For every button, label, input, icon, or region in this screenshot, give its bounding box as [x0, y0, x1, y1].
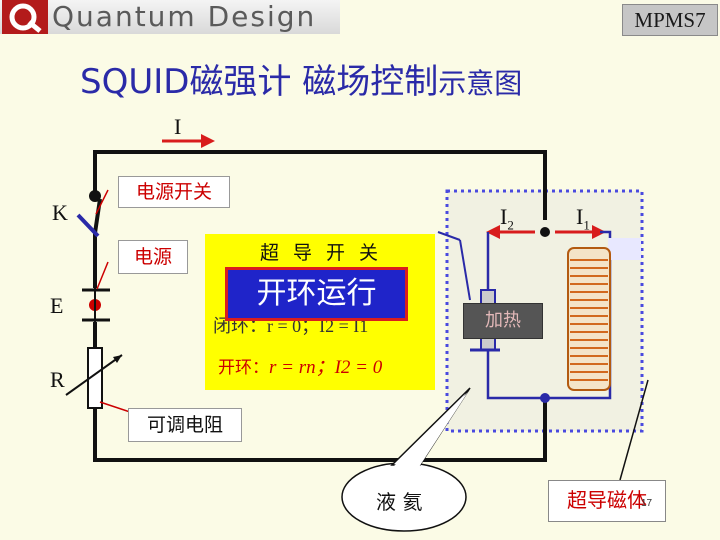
page-title: SQUID磁强计 磁场控制示意图 [80, 54, 522, 103]
label-i2: I2 [500, 204, 514, 233]
label-i1-sub: 1 [583, 217, 590, 233]
circuit-wires [93, 150, 547, 462]
logo-banner: Quantum Design [0, 0, 340, 34]
page-number: 17 [641, 498, 653, 509]
label-resistor-r: R [50, 367, 65, 392]
label-i2-base: I [500, 204, 508, 229]
variable-resistor-label: 可调电阻 [128, 408, 242, 442]
switch-blade [76, 213, 100, 238]
helium-bubble-tail-fill [393, 392, 468, 467]
node-top [540, 227, 550, 237]
open-loop-expr: r = rn；I2 = 0 [269, 357, 383, 378]
node-bottom [540, 393, 550, 403]
coil-top-cap [608, 238, 641, 260]
i2-arrowhead [486, 225, 500, 239]
panel-lead-2 [459, 239, 471, 301]
quantum-design-logo-icon [2, 0, 48, 34]
label-i1-base: I [576, 204, 584, 229]
heater-label: 加热 [463, 303, 543, 339]
title-main: SQUID磁强计 磁场控制 [80, 62, 439, 102]
i1-arrowhead [592, 225, 606, 239]
switch-callout [95, 189, 109, 215]
closed-loop-formula: 闭环：r = 0；I2 = I1 [213, 316, 369, 336]
dewar-wiring [486, 230, 612, 400]
model-badge: MPMS7 [622, 4, 718, 36]
power-label: 电源 [118, 240, 188, 274]
resistor-arrow [65, 354, 123, 396]
label-i1: I1 [576, 204, 590, 233]
panel-lead [437, 231, 461, 241]
sc-coil-body [567, 247, 611, 391]
title-suffix: 示意图 [438, 67, 523, 100]
logo-text: Quantum Design [52, 0, 317, 33]
open-loop-prefix: 开环： [218, 358, 269, 378]
label-source-e: E [50, 293, 64, 318]
magnet-callout [619, 379, 649, 481]
current-arrowhead [201, 134, 215, 148]
resistor-body [87, 347, 103, 409]
sc-magnet-label: 超导磁体 [548, 480, 666, 522]
resistor-callout [99, 401, 131, 413]
power-callout [96, 261, 109, 290]
resistor-arrowhead [113, 355, 122, 363]
sc-switch-title: 超 导 开 关 [259, 242, 383, 264]
power-switch-label: 电源开关 [118, 176, 230, 208]
label-current: I [174, 114, 182, 139]
liquid-helium-label: 液 氦 [376, 490, 423, 514]
label-i2-sub: 2 [507, 217, 514, 233]
open-loop-mode: 开环运行 [225, 267, 408, 321]
switch-lever-pivot [93, 198, 102, 234]
open-loop-formula: 开环：r = rn；I2 = 0 [218, 352, 382, 379]
label-switch-k: K [52, 200, 68, 225]
coil-windings [570, 259, 608, 381]
